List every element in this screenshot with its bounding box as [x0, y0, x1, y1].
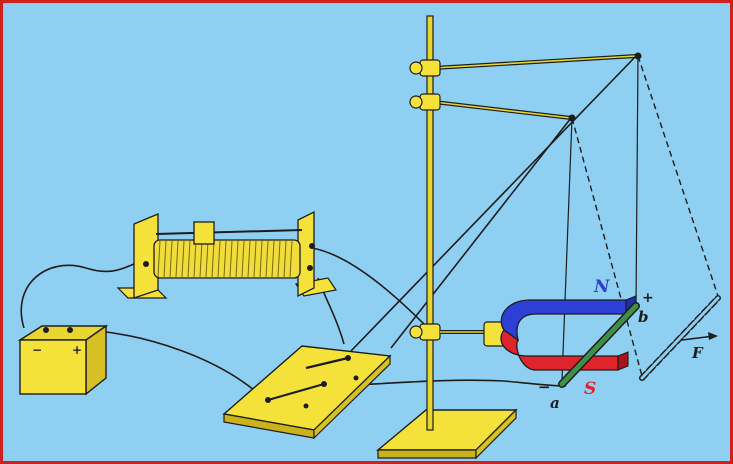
- rheostat-terminal-right: [307, 265, 313, 271]
- wire-battery-rheostat: [20, 263, 135, 329]
- wire-battery-switch: [97, 330, 262, 397]
- rod-minus-sign: −: [538, 378, 551, 396]
- battery-front: [19, 339, 87, 395]
- switch-lever-upper: [305, 356, 349, 370]
- rod-plus-sign: +: [642, 290, 654, 306]
- switch-contact-2: [321, 381, 327, 387]
- force-arrow-icon: F: [681, 332, 718, 362]
- wire-rheostat-stand: [311, 247, 437, 337]
- circuit-wires: [20, 55, 637, 397]
- rod-end-b-label: b: [638, 308, 649, 326]
- stand-arm-lower-hl: [433, 101, 572, 119]
- wire-switch-rod: [335, 379, 567, 387]
- stand-base-side: [475, 408, 517, 460]
- thread-deflected-right: [637, 55, 719, 297]
- battery: − +: [17, 324, 109, 396]
- switch-board-side: [313, 354, 391, 440]
- stand: [376, 15, 642, 460]
- rheostat-slider: [193, 221, 215, 245]
- battery-terminal-positive: [67, 327, 73, 333]
- thread-deflected-left: [571, 117, 643, 377]
- battery-terminal-negative: [43, 327, 49, 333]
- rheostat-end-left: [133, 213, 159, 299]
- stand-base-front: [377, 449, 477, 459]
- battery-minus-sign: −: [32, 343, 42, 357]
- switch-contact-1: [345, 355, 351, 361]
- north-pole-label: N: [593, 277, 611, 297]
- rheostat-terminal-left: [143, 261, 149, 267]
- force-label: F: [691, 344, 704, 362]
- switch-contact-5: [303, 403, 309, 409]
- magnet-south-arm: [500, 329, 619, 371]
- clamp-magnet: [409, 321, 507, 347]
- rod-end-a-label: a: [550, 394, 560, 412]
- clamp-upper: [409, 59, 441, 77]
- battery-plus-sign: +: [72, 343, 82, 357]
- stand-rod: [426, 15, 434, 431]
- suspension-threads: [561, 55, 719, 381]
- south-pole-label: S: [584, 379, 596, 399]
- wire-to-pivot-2: [390, 117, 572, 349]
- conductor-rod: a b − +: [538, 290, 654, 412]
- thread-right: [635, 55, 639, 307]
- switch-contact-3: [265, 397, 271, 403]
- switch: [222, 345, 392, 440]
- rheostat-terminal-top: [309, 243, 315, 249]
- thread-left: [561, 117, 573, 381]
- rheostat-slide-rail: [155, 229, 303, 235]
- clamp-middle: [409, 93, 441, 111]
- magnet-south-pole-face: [617, 351, 629, 371]
- switch-lever-lower: [267, 382, 325, 402]
- magnet-north-arm: [500, 299, 627, 342]
- experiment-scene: − +: [17, 15, 721, 460]
- rheostat-coil: [153, 239, 301, 279]
- stand-arm-upper-hl: [433, 55, 637, 69]
- rheostat: [116, 210, 338, 299]
- rheostat-coil-windings: [157, 240, 293, 278]
- conductor-rod-fill: [559, 303, 639, 387]
- switch-contact-4: [353, 375, 359, 381]
- wire-to-pivot-1: [350, 55, 637, 352]
- deflected-rod-fill: [640, 296, 720, 380]
- deflected-rod: [639, 295, 721, 381]
